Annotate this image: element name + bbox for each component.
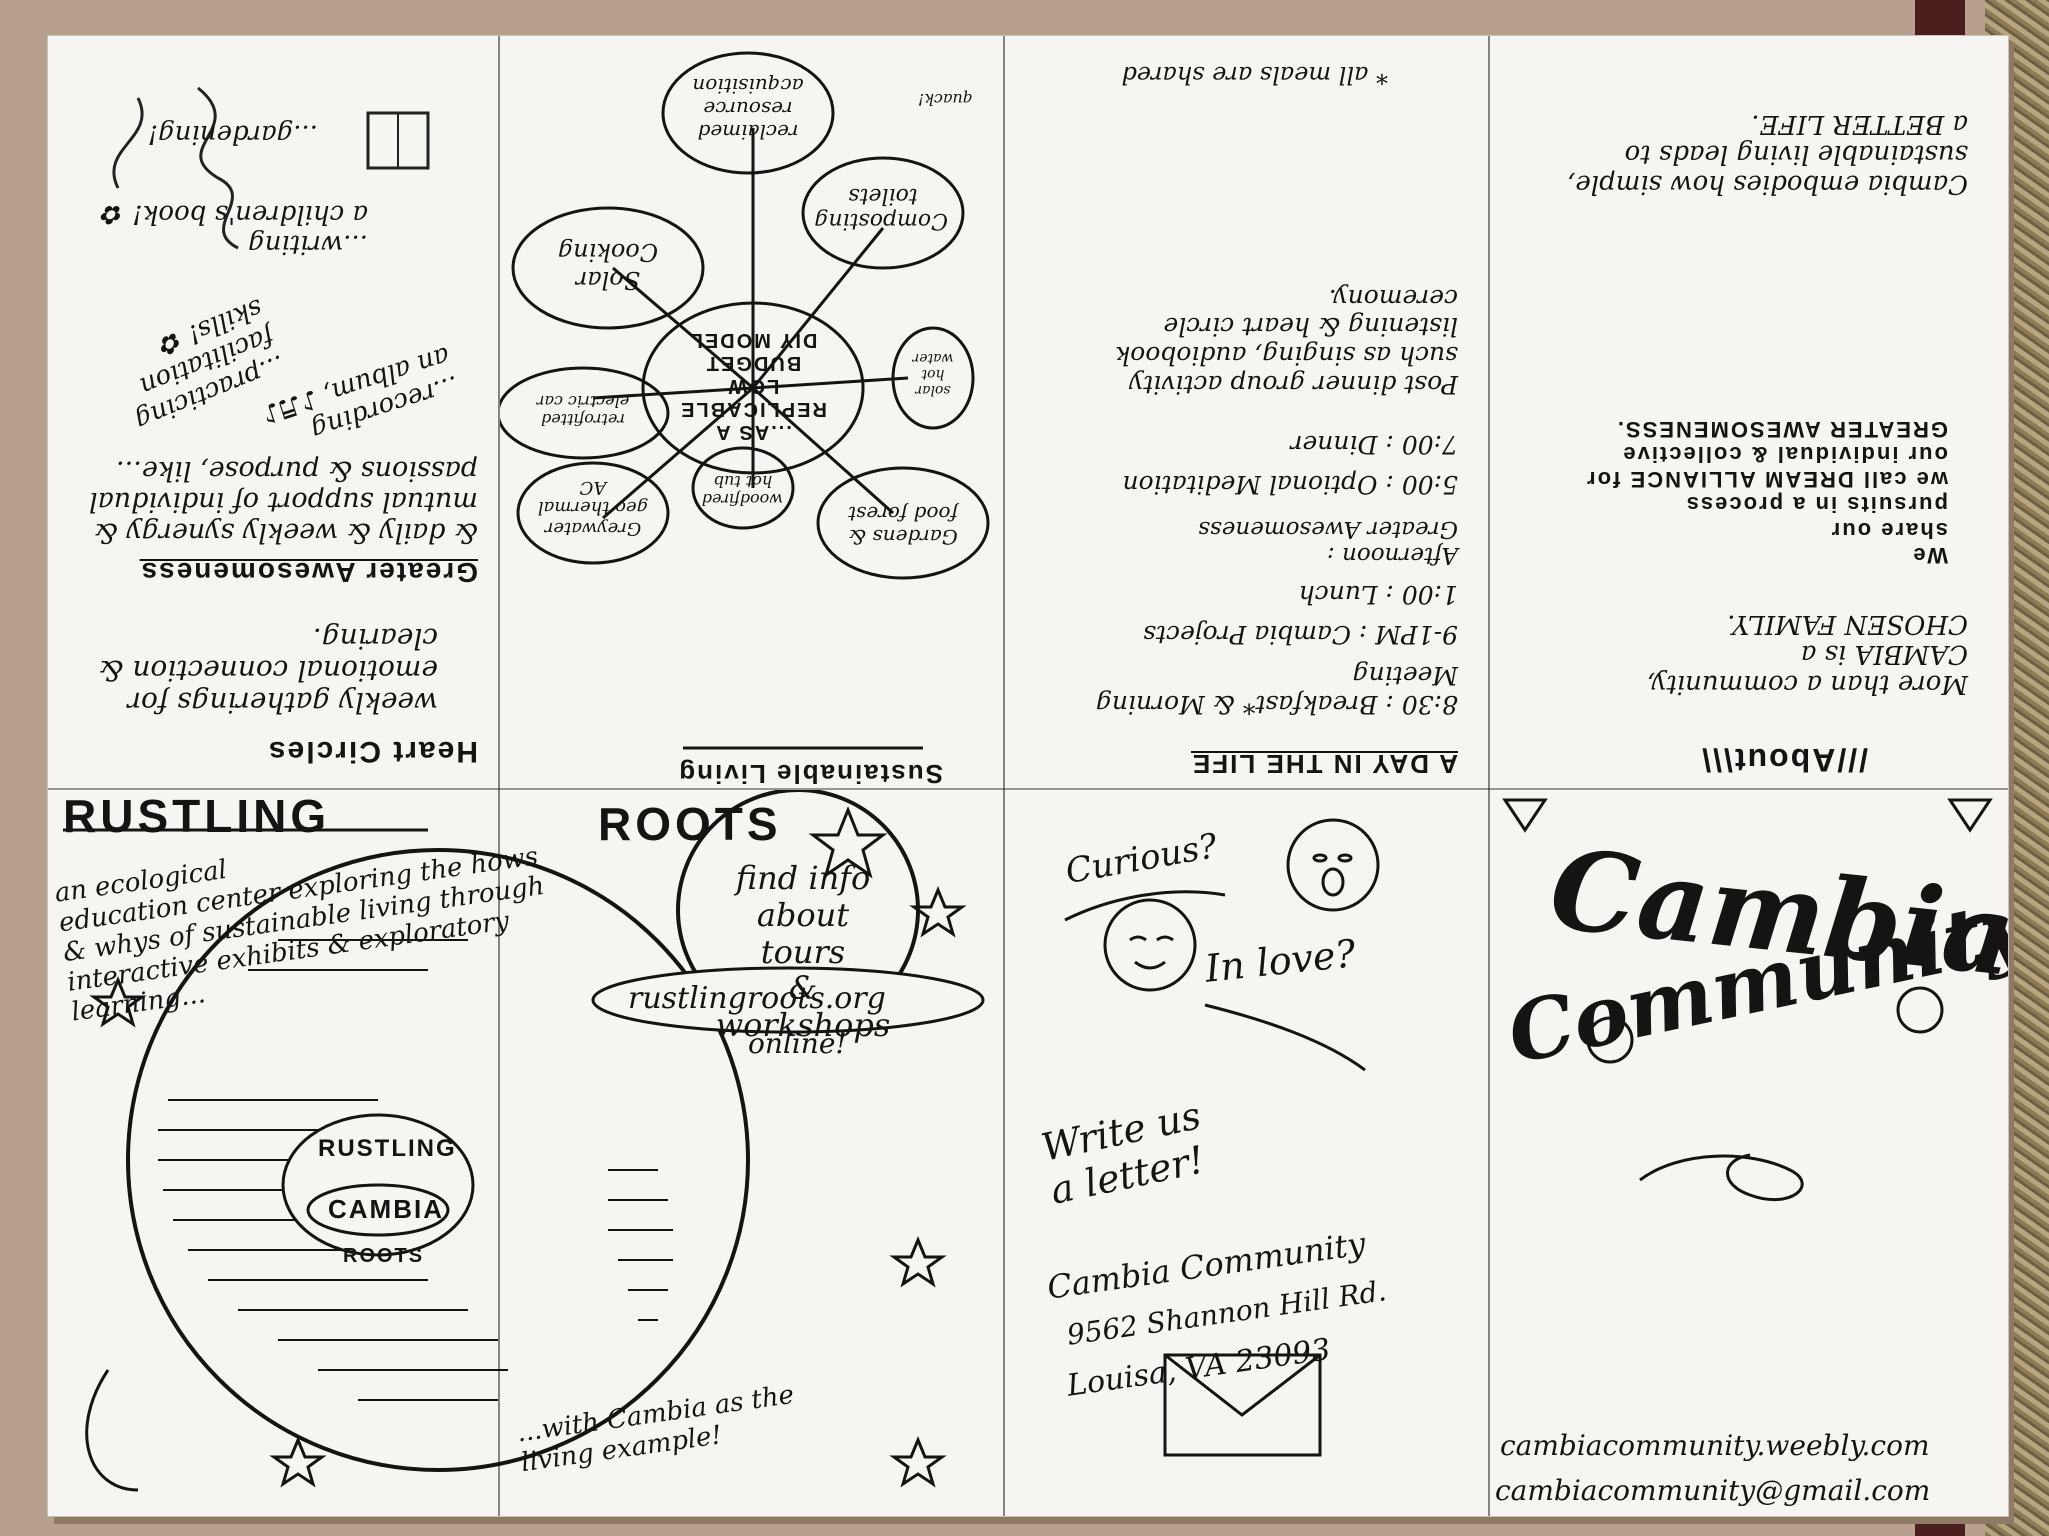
globe-label-roots: ROOTS — [343, 1245, 425, 1267]
schedule-meditation: 5:00 : Optional Meditation — [1122, 470, 1458, 499]
about-better-life: Cambia embodies how simple, sustainable … — [1567, 109, 1968, 199]
sustainable-title: Sustainable Living — [677, 759, 943, 788]
node-hot-tub: woodfired hot tub — [701, 471, 783, 509]
panel-day-in-life: A DAY IN THE LIFE 8:30 : Breakfast* & Mo… — [1005, 36, 1488, 788]
globe-label-cambia: CAMBIA — [328, 1194, 444, 1224]
planet-info: find info about tours & workshops — [715, 859, 891, 1045]
schedule-post-dinner: Post dinner group activity such as singi… — [1115, 283, 1458, 399]
planet-online: online! — [748, 1027, 847, 1060]
node-greywater: Greywater geo thermal AC — [537, 476, 649, 539]
fold-line — [1488, 36, 1490, 1516]
rustling-title-2: ROOTS — [598, 798, 782, 850]
about-dream-alliance: We share our pursuits in a process we ca… — [1585, 416, 1948, 568]
mind-map — [500, 51, 990, 750]
rustling-title-1: RUSTLING — [63, 790, 331, 842]
panel-rustling-roots: RUSTLING ROOTS an ecological education c… — [48, 790, 1003, 1516]
cover-email[interactable]: cambiacommunity@gmail.com — [1495, 1474, 1931, 1507]
heart-circles-book: ...writing a children's book! ✿ — [102, 199, 368, 259]
about-title: ///About\\\ — [1700, 742, 1868, 778]
meals-note: * all meals are shared — [1121, 61, 1388, 89]
heart-circles-greater: Greater Awesomeness — [139, 557, 478, 588]
mind-map-center: ...AS A REPLICABLE LOW BUDGET DIY MODEL — [679, 329, 827, 443]
panel-contact: Curious? In love? Write us a letter! Cam… — [1005, 790, 1488, 1516]
panel-heart-circles: Heart Circles weekly gatherings for emot… — [48, 36, 498, 788]
node-reclaimed: reclaimed resource acquisition — [692, 74, 804, 144]
schedule-dinner: 7:00 : Dinner — [1290, 430, 1458, 459]
zine-sheet: Heart Circles weekly gatherings for emot… — [48, 36, 2008, 1516]
globe-drawing — [63, 790, 985, 1492]
heart-circles-text: weekly gatherings for emotional connecti… — [98, 621, 438, 719]
node-gardens: Gardens & food forest — [848, 502, 958, 549]
rustling-url: rustlingroots.org — [628, 981, 886, 1016]
globe-label-rustling: RUSTLING — [318, 1135, 457, 1162]
node-solar-water: solar hot water — [912, 349, 954, 398]
panel-cover: Cambia Community cambiacommunity.weebly.… — [1490, 790, 2008, 1516]
panel-sustainable-living: Sustainable Living ...AS A REPLICABLE LO… — [500, 36, 1003, 788]
about-family: More than a community, CAMBIA is a CHOSE… — [1646, 609, 1968, 699]
heart-circles-gardening: ...gardening! — [147, 119, 318, 149]
panel-about: ///About\\\ More than a community, CAMBI… — [1490, 36, 2008, 788]
schedule-projects: 9-1PM : Cambia Projects — [1143, 620, 1458, 649]
contact-doodles — [1064, 818, 1380, 1457]
heart-circles-title: Heart Circles — [266, 735, 478, 768]
fold-line — [498, 36, 500, 1516]
cover-ornaments — [1502, 798, 1993, 1202]
node-composting: Composting toilets — [814, 182, 948, 233]
schedule-afternoon: Afternoon : Greater Awesomeness — [1198, 515, 1458, 568]
schedule-lunch: 1:00 : Lunch — [1298, 580, 1458, 609]
heart-circles-synergy: & daily & weekly synergy & mutual suppor… — [88, 454, 478, 548]
node-electric-car: retrofitted electric car — [536, 391, 630, 429]
node-solar-cooking: Solar Cooking — [557, 238, 659, 294]
fold-line — [1003, 36, 1005, 1516]
cover-website[interactable]: cambiacommunity.weebly.com — [1500, 1429, 1930, 1462]
day-title: A DAY IN THE LIFE — [1190, 749, 1458, 779]
vine-doodle — [112, 86, 430, 250]
duck-quack: quack! — [917, 90, 973, 109]
fold-line — [48, 788, 2008, 790]
schedule-breakfast: 8:30 : Breakfast* & Morning Meeting — [1095, 661, 1458, 719]
